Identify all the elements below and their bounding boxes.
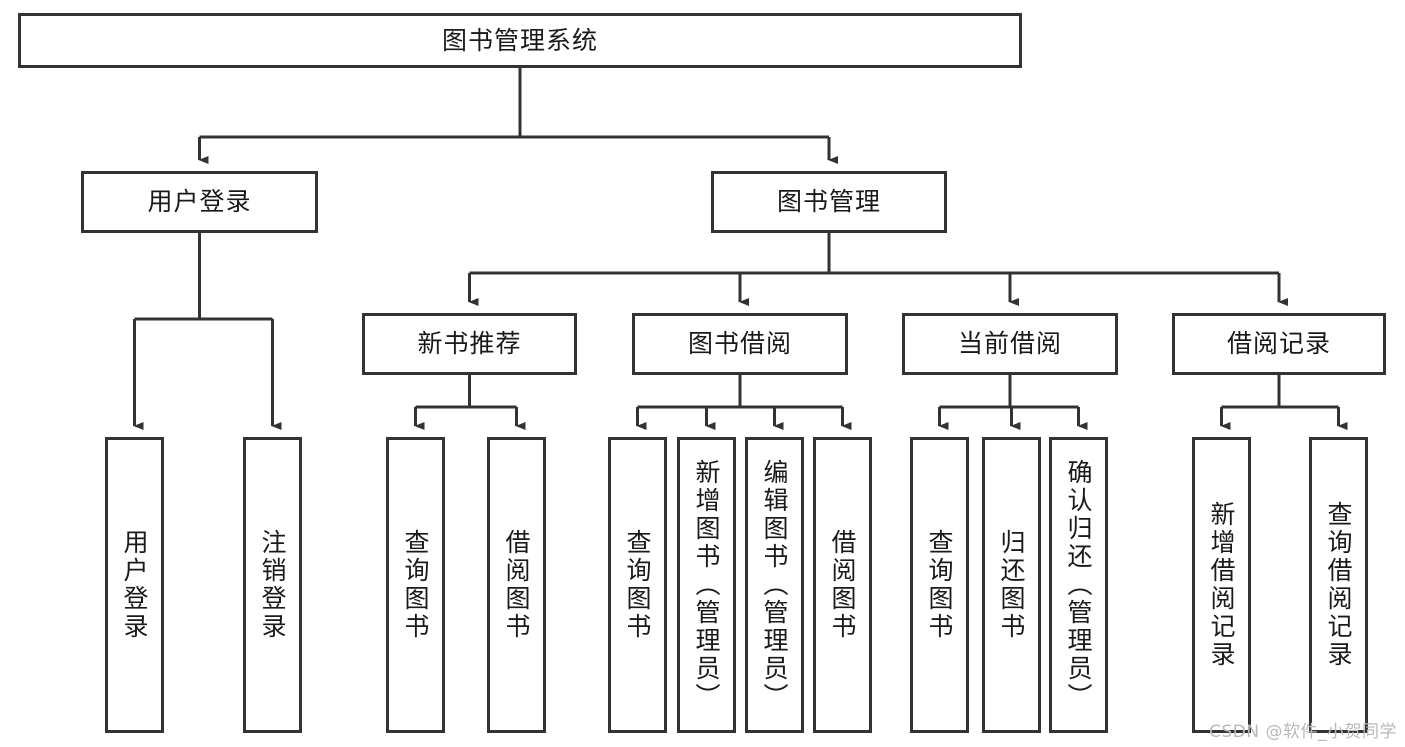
node-label: 注销登录: [258, 529, 287, 641]
node-leaf-query-book-3[interactable]: 查询图书: [910, 437, 969, 733]
node-leaf-user-login[interactable]: 用户登录: [105, 437, 164, 733]
node-label: 新增借阅记录: [1207, 501, 1236, 669]
node-book-borrow[interactable]: 图书借阅: [632, 313, 848, 375]
node-label: 图书管理系统: [441, 25, 598, 55]
node-label: 借阅记录: [1226, 329, 1331, 359]
node-book-manage[interactable]: 图书管理: [711, 171, 947, 233]
node-label: 查询图书: [401, 529, 430, 641]
node-label: 查询借阅记录: [1324, 501, 1353, 669]
node-label: 编辑图书（管理员）: [760, 459, 789, 711]
node-leaf-query-book-1[interactable]: 查询图书: [386, 437, 445, 733]
node-leaf-user-logout[interactable]: 注销登录: [243, 437, 302, 733]
node-label: 新增图书（管理员）: [692, 459, 721, 711]
node-label: 归还图书: [997, 529, 1026, 641]
node-label: 当前借阅: [957, 329, 1062, 359]
watermark-label: CSDN @软件_小贺同学: [1209, 722, 1397, 742]
node-label: 查询图书: [925, 529, 954, 641]
node-label: 查询图书: [623, 529, 652, 641]
node-label: 借阅图书: [502, 529, 531, 641]
node-leaf-borrow-book-1[interactable]: 借阅图书: [487, 437, 546, 733]
node-leaf-edit-book[interactable]: 编辑图书（管理员）: [745, 437, 804, 733]
node-leaf-confirm-return[interactable]: 确认归还（管理员）: [1049, 437, 1108, 733]
node-leaf-borrow-book-2[interactable]: 借阅图书: [813, 437, 872, 733]
node-label: 图书借阅: [687, 329, 792, 359]
node-leaf-add-book[interactable]: 新增图书（管理员）: [677, 437, 736, 733]
node-label: 用户登录: [147, 187, 252, 217]
node-root[interactable]: 图书管理系统: [18, 13, 1022, 68]
node-label: 新书推荐: [417, 329, 522, 359]
node-label: 借阅图书: [828, 529, 857, 641]
node-current-borrow[interactable]: 当前借阅: [902, 313, 1118, 375]
node-user-login[interactable]: 用户登录: [81, 171, 318, 233]
node-label: 图书管理: [776, 187, 881, 217]
node-leaf-return-book[interactable]: 归还图书: [982, 437, 1041, 733]
node-leaf-add-record[interactable]: 新增借阅记录: [1192, 437, 1251, 733]
node-label: 用户登录: [120, 529, 149, 641]
node-leaf-query-book-2[interactable]: 查询图书: [608, 437, 667, 733]
node-label: 确认归还（管理员）: [1064, 459, 1093, 711]
node-new-book-recommend[interactable]: 新书推荐: [362, 313, 577, 375]
node-borrow-record[interactable]: 借阅记录: [1172, 313, 1386, 375]
node-leaf-query-record[interactable]: 查询借阅记录: [1309, 437, 1368, 733]
